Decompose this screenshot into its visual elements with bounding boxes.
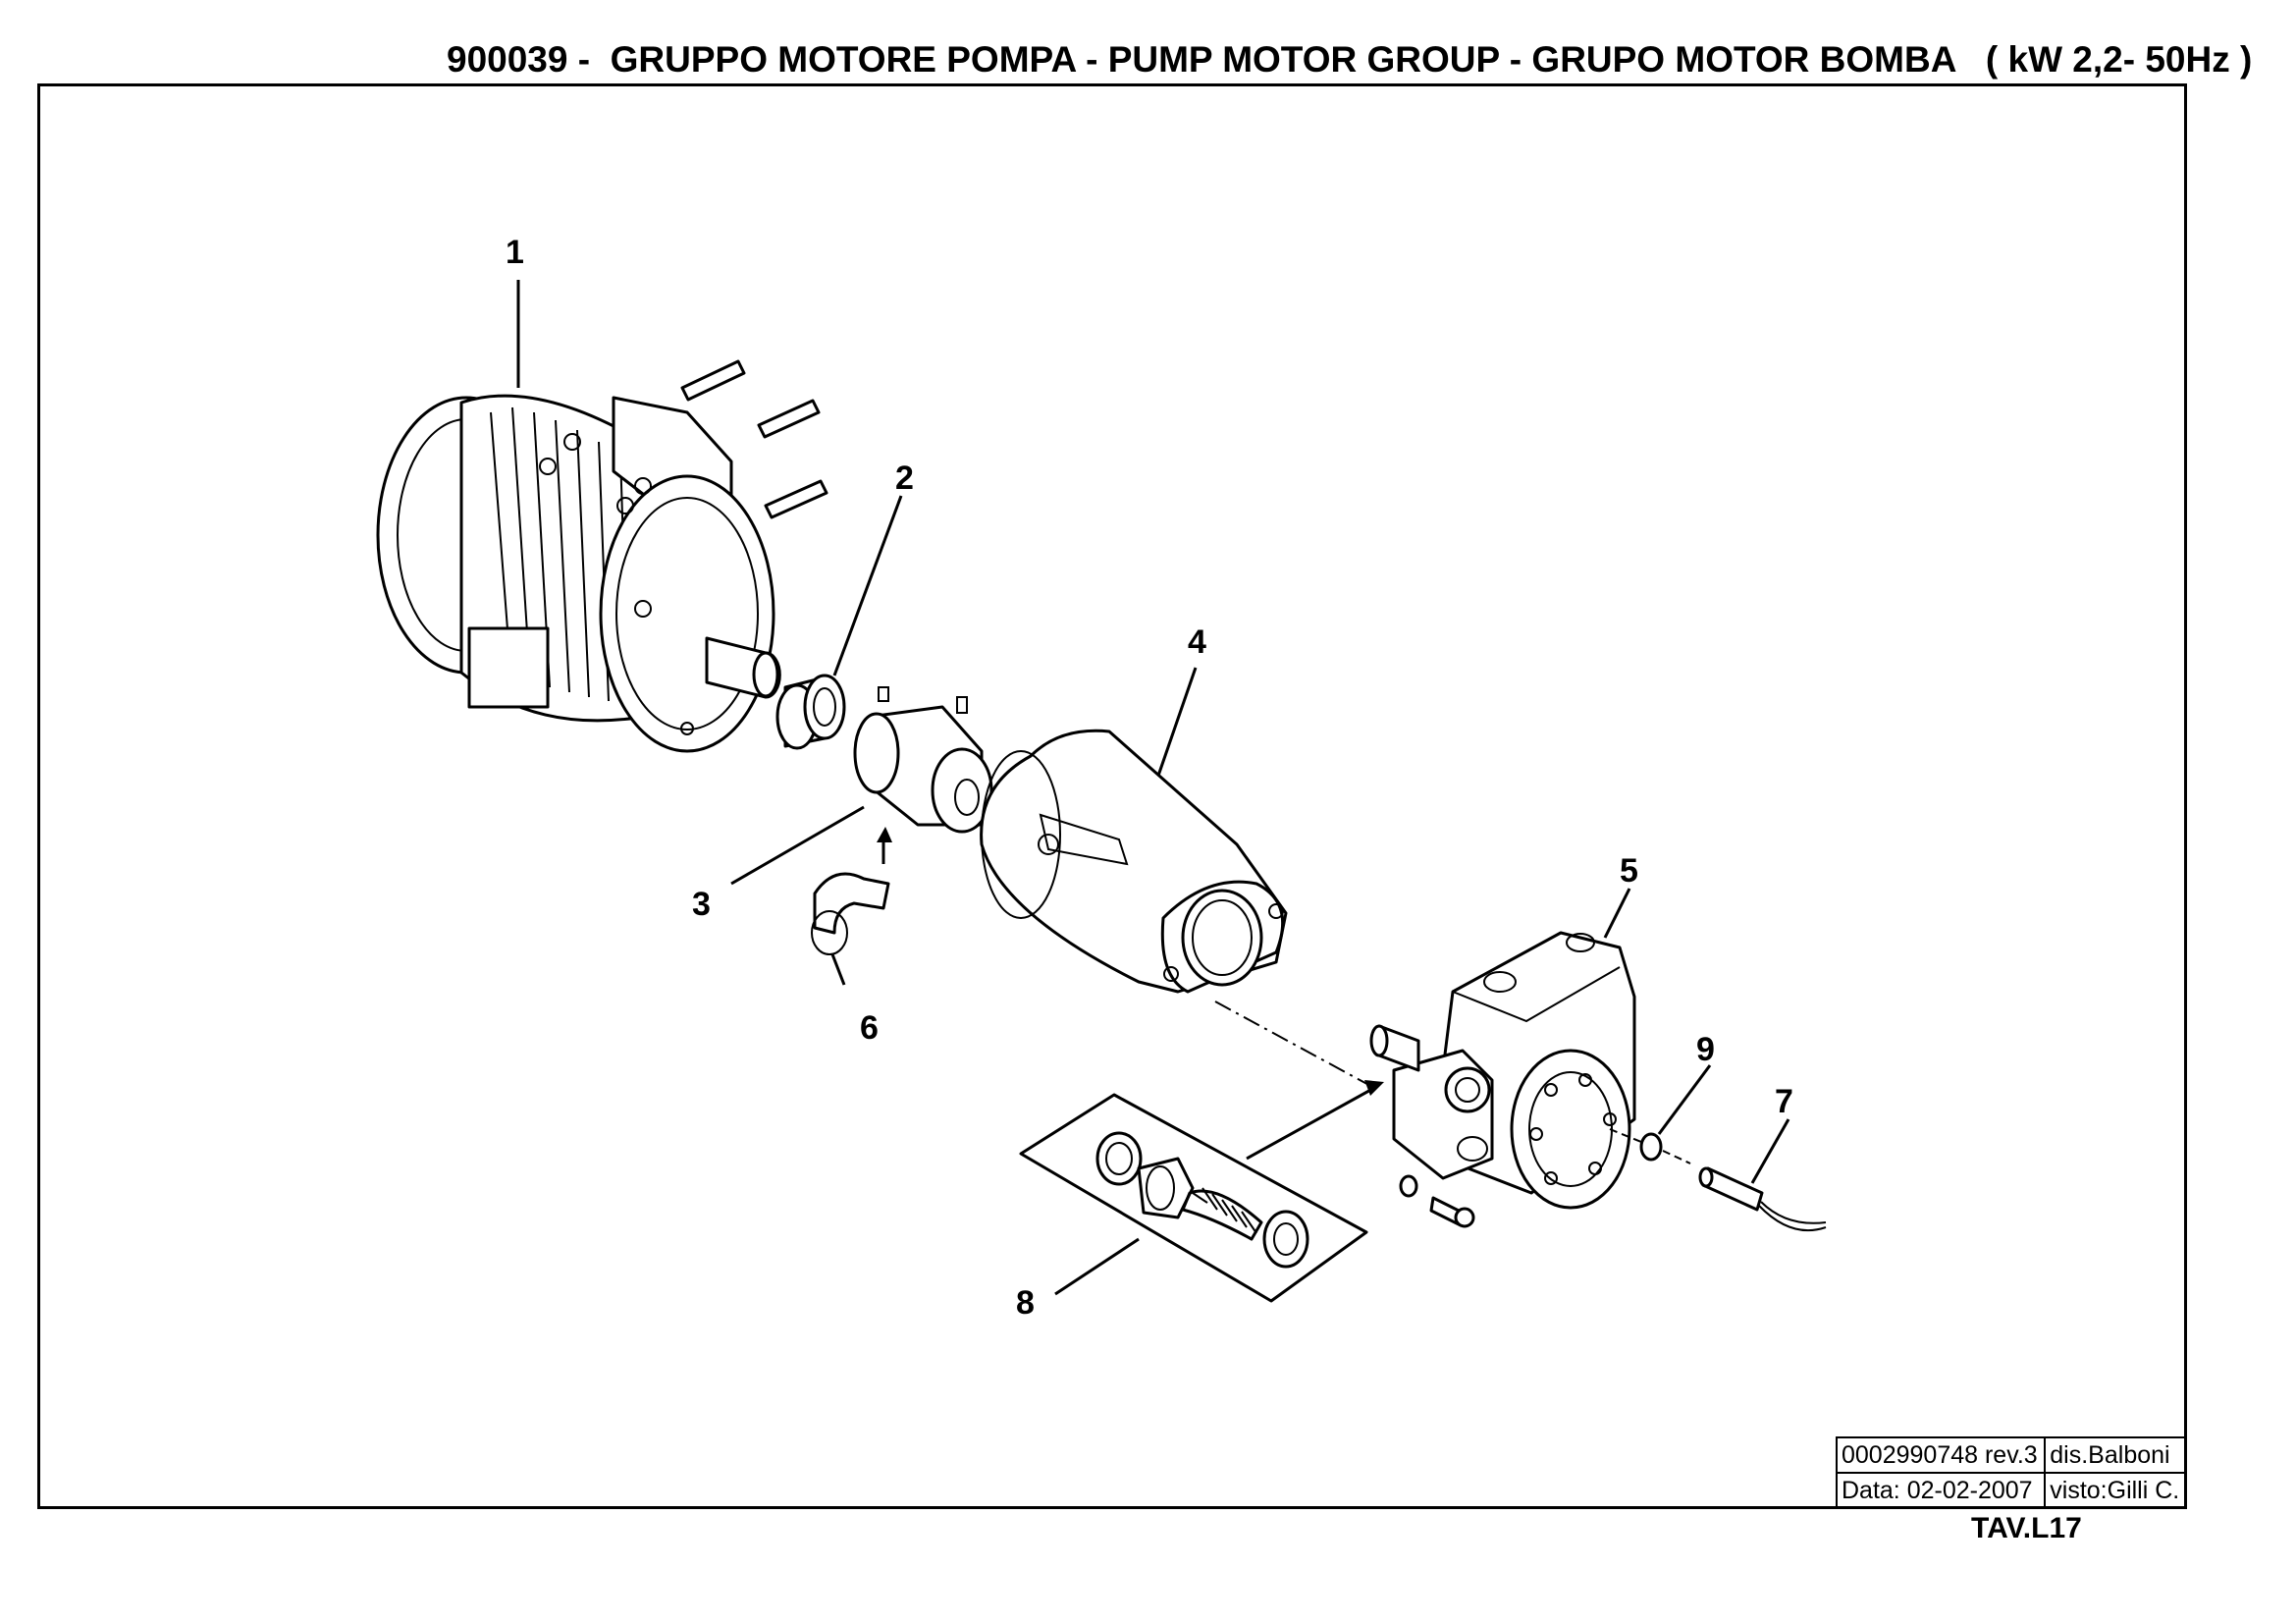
page-title: 900039 - GRUPPO MOTORE POMPA - PUMP MOTO…	[447, 39, 2253, 80]
sensor-pin	[1698, 1166, 1827, 1232]
checked-by: visto:Gilli C.	[2044, 1472, 2187, 1509]
callout-4: 4	[1188, 623, 1206, 661]
callout-7: 7	[1775, 1083, 1793, 1120]
coupling	[853, 686, 993, 834]
callout-1: 1	[506, 234, 524, 271]
callout-9: 9	[1696, 1031, 1715, 1068]
clip	[811, 872, 890, 955]
callout-2: 2	[895, 460, 914, 497]
bell-housing	[980, 729, 1288, 994]
callout-6: 6	[860, 1009, 879, 1047]
callout-3: 3	[692, 886, 711, 923]
callout-8: 8	[1016, 1284, 1035, 1322]
title-block: 0002990748 rev.3 dis.Balboni Data: 02-02…	[1835, 1436, 2187, 1509]
nut	[1609, 1128, 1691, 1164]
pump	[1369, 931, 1636, 1228]
sheet-number: TAV.L17	[1971, 1512, 2082, 1544]
assembly-axis-line	[1214, 1001, 1375, 1089]
drawing-number: 0002990748 rev.3	[1835, 1436, 2047, 1474]
motor	[376, 359, 828, 753]
spacer-ring	[775, 674, 846, 750]
valve-kit	[1019, 1093, 1368, 1303]
leader-lines	[516, 280, 1790, 1296]
drawing-frame	[37, 83, 2187, 1509]
drawing-date: Data: 02-02-2007	[1835, 1472, 2047, 1509]
callout-5: 5	[1620, 852, 1638, 890]
drawn-by: dis.Balboni	[2044, 1436, 2187, 1474]
